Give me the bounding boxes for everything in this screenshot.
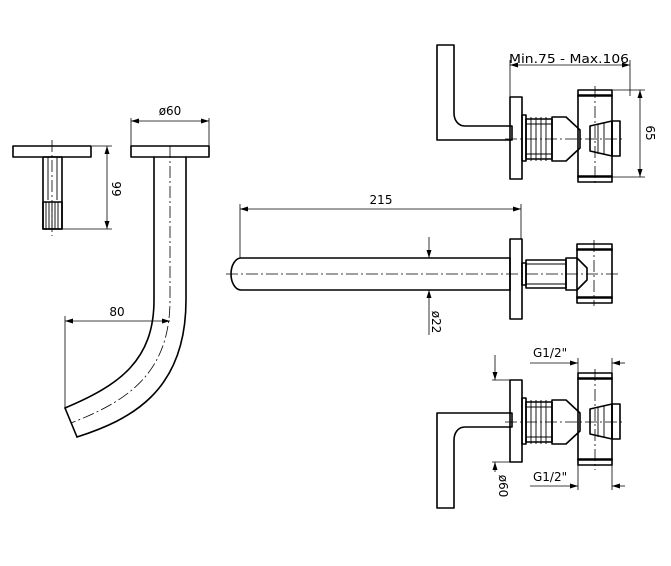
dimension-thread-top-label: G1/2" — [533, 346, 567, 360]
dimension-spout-length-label: 215 — [370, 193, 393, 207]
dimension-spout-diameter-label: ø22 — [429, 311, 443, 334]
dimension-handle-plate-diameter-label: ø60 — [496, 475, 510, 498]
dimension-spout-length: 215 — [239, 193, 522, 258]
dimension-adjustable-range: Min.75 - Max.106 — [509, 52, 631, 97]
dimension-valve-height-label: 65 — [643, 125, 657, 140]
wall-flange-side-view — [12, 140, 92, 236]
dimension-wall-depth: 66 — [62, 145, 124, 230]
valve-side-view-top — [436, 44, 625, 186]
dimension-adjustable-range-label: Min.75 - Max.106 — [509, 52, 629, 66]
straight-spout — [226, 238, 620, 320]
dimension-spout-offset: 80 — [64, 305, 170, 408]
dimension-valve-height: 65 — [612, 89, 657, 178]
dimension-plate-diameter: ø60 — [130, 104, 210, 146]
dimension-spout-diameter: ø22 — [426, 237, 443, 335]
dimension-thread-bottom: G1/2" — [530, 465, 625, 490]
dimension-wall-depth-label: 66 — [110, 181, 124, 196]
dimension-thread-bottom-label: G1/2" — [533, 470, 567, 484]
valve-side-view-bottom — [436, 369, 625, 509]
dimension-thread-top: G1/2" — [530, 346, 625, 373]
dimension-plate-diameter-label: ø60 — [159, 104, 182, 118]
dimension-handle-plate-diameter: ø60 — [492, 355, 510, 497]
dimension-spout-offset-label: 80 — [109, 305, 124, 319]
curved-spout — [64, 145, 210, 438]
